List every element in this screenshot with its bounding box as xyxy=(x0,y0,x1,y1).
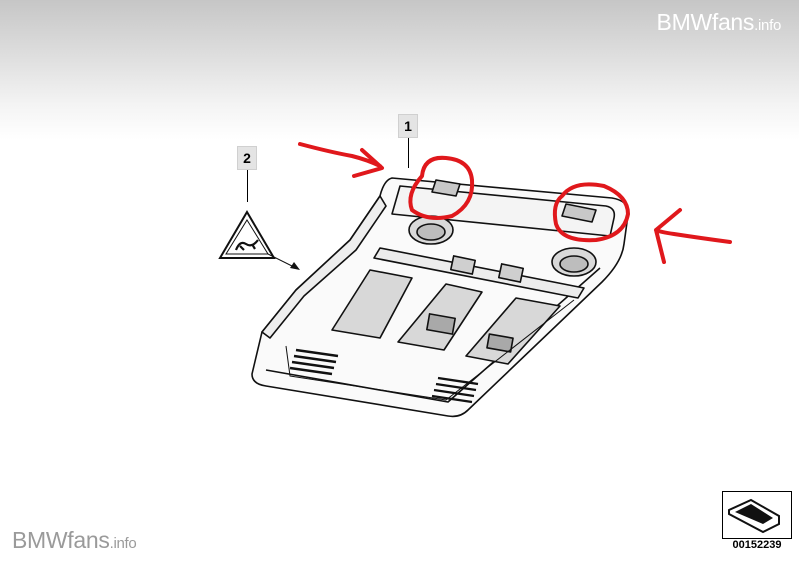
airbag-symbol-icon xyxy=(234,239,259,251)
red-circle-left xyxy=(408,155,475,220)
overhead-console xyxy=(251,177,629,418)
red-circle-right xyxy=(552,182,630,243)
watermark-suffix: .info xyxy=(754,17,781,34)
callout-2-leader xyxy=(247,170,248,202)
label-pointer-line xyxy=(267,253,297,269)
label-pointer-arrowhead xyxy=(290,262,300,270)
console-floor xyxy=(285,299,575,401)
watermark-brand: BMWfans xyxy=(12,527,110,553)
watermark-brand: BMWfans xyxy=(656,9,755,35)
watermark-top-right: BMWfans.info xyxy=(656,9,782,36)
warning-triangle-inner xyxy=(225,219,269,255)
console-side-flange xyxy=(261,195,387,339)
upper-panel xyxy=(391,185,616,237)
center-button xyxy=(426,313,456,335)
compartment-left xyxy=(331,269,413,339)
warning-label xyxy=(218,210,276,259)
switch-right xyxy=(497,263,525,283)
right-sensor xyxy=(561,203,597,223)
speaker-grille-left xyxy=(289,348,339,376)
roof-part-icon xyxy=(728,498,780,534)
switch-left xyxy=(449,255,477,275)
right-button xyxy=(486,333,514,353)
right-lamp-inner xyxy=(559,255,589,273)
callout-1: 1 xyxy=(398,114,418,138)
left-lamp-inner xyxy=(416,223,446,241)
left-sensor xyxy=(431,179,461,197)
red-markup xyxy=(298,142,732,264)
warning-triangle-outer xyxy=(218,210,276,259)
callout-1-leader xyxy=(408,138,409,168)
red-arrow-left xyxy=(298,142,384,178)
watermark-suffix: .info xyxy=(109,535,137,552)
red-arrow-right xyxy=(654,208,732,264)
diagram-pictogram xyxy=(722,491,792,539)
watermark-bottom-left: BMWfans.info xyxy=(12,527,137,554)
callout-2: 2 xyxy=(237,146,257,170)
diagram-number: 00152239 xyxy=(732,539,782,551)
speaker-grille-right xyxy=(431,376,479,404)
